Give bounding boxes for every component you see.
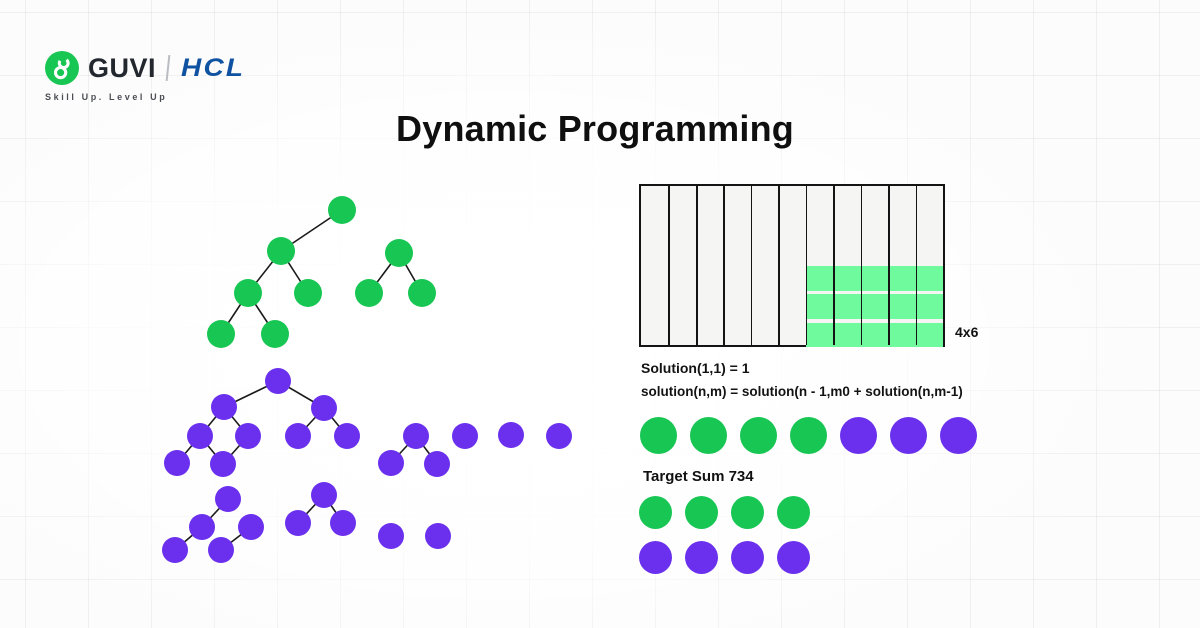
tree-node-purple (330, 510, 356, 536)
purple-dot (890, 417, 927, 454)
tree-node-green (207, 320, 235, 348)
green-dot (685, 496, 718, 529)
brand-tagline: Skill Up. Level Up (45, 92, 168, 102)
tree-node-green (355, 279, 383, 307)
recurrence-formula: solution(n,m) = solution(n - 1,m0 + solu… (641, 384, 963, 399)
tree-node-purple (215, 486, 241, 512)
tree-node-purple (162, 537, 188, 563)
green-dot (790, 417, 827, 454)
tree-node-purple (187, 423, 213, 449)
green-dot (777, 496, 810, 529)
tree-node-green (234, 279, 262, 307)
tree-node-purple (424, 451, 450, 477)
tree-node-purple (238, 514, 264, 540)
grid-column-line (668, 186, 671, 345)
tree-node-green (261, 320, 289, 348)
brand-header: GUVI HCL Skill Up. Level Up (45, 51, 243, 102)
tree-node-purple (334, 423, 360, 449)
tree-node-purple (235, 423, 261, 449)
grid-highlight-bar (805, 294, 943, 319)
tree-node-purple (164, 450, 190, 476)
green-dot (731, 496, 764, 529)
grid-column-line (750, 186, 753, 345)
purple-dot (685, 541, 718, 574)
tree-node-purple (378, 450, 404, 476)
tree-node-purple (311, 395, 337, 421)
target-sum-label: Target Sum 734 (643, 468, 754, 485)
purple-dot (940, 417, 977, 454)
tree-node-green (267, 237, 295, 265)
green-dot (690, 417, 727, 454)
grid-column-line (805, 186, 808, 345)
grid-column-line (778, 186, 780, 345)
tree-node-purple (452, 423, 478, 449)
tree-node-green (408, 279, 436, 307)
green-dot (639, 496, 672, 529)
green-dot (740, 417, 777, 454)
tree-node-purple (285, 510, 311, 536)
purple-dot (840, 417, 877, 454)
hcl-logo: HCL (181, 53, 246, 82)
dot-row-mixed (640, 417, 977, 454)
tree-node-purple (498, 422, 524, 448)
grid-column-line (833, 186, 835, 345)
tree-node-purple (189, 514, 215, 540)
green-dot (640, 417, 677, 454)
tree-node-green (328, 196, 356, 224)
tree-node-purple (208, 537, 234, 563)
tree-node-purple (425, 523, 451, 549)
grid-column-line (860, 186, 863, 345)
grid-column-line (695, 186, 698, 345)
base-case-formula: Solution(1,1) = 1 (641, 360, 750, 376)
grid-highlight-bar (805, 322, 943, 348)
dot-row-purple (639, 541, 810, 574)
tree-node-purple (211, 394, 237, 420)
tree-node-purple (311, 482, 337, 508)
tree-node-purple (265, 368, 291, 394)
grid-size-label: 4x6 (955, 324, 979, 340)
tree-node-green (294, 279, 322, 307)
grid-column-line (915, 186, 918, 345)
tree-node-purple (210, 451, 236, 477)
tree-node-purple (546, 423, 572, 449)
purple-dot (731, 541, 764, 574)
page-title: Dynamic Programming (396, 108, 794, 149)
guvi-wordmark: GUVI (88, 52, 157, 83)
tree-node-purple (285, 423, 311, 449)
grid-highlight-bar (805, 266, 943, 291)
dot-row-green (639, 496, 810, 529)
guvi-logo-icon (45, 51, 79, 85)
grid-column-line (723, 186, 725, 345)
grid-column-line (888, 186, 890, 345)
tree-node-purple (378, 523, 404, 549)
tree-node-purple (403, 423, 429, 449)
tree-node-green (385, 239, 413, 267)
tabulation-grid (639, 184, 945, 348)
purple-dot (639, 541, 672, 574)
purple-dot (777, 541, 810, 574)
